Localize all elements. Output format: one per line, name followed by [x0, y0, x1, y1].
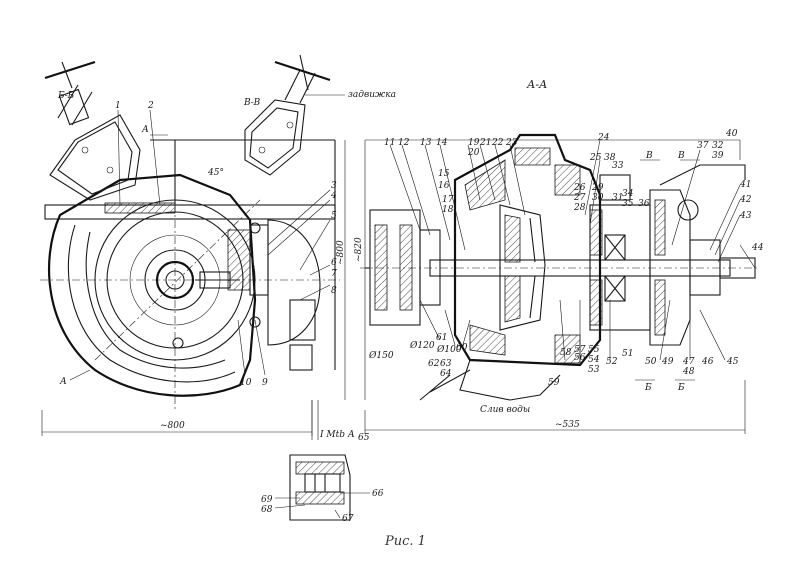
part-55: 55: [588, 345, 600, 355]
section-view: [360, 133, 760, 434]
part-45: 45: [726, 357, 739, 367]
part-25: 25: [589, 153, 602, 163]
section-a-small: А: [141, 125, 149, 135]
part-22: 22: [491, 138, 504, 148]
part-51: 51: [622, 349, 633, 359]
part-27: 27: [573, 193, 586, 203]
part-60: 60: [456, 343, 468, 353]
part-29: 29: [591, 183, 604, 193]
detail-i-label: I Mtb А: [319, 430, 355, 440]
left-valve: [44, 60, 141, 201]
section-b-mark1: Б: [644, 383, 652, 393]
part-11: 11: [384, 138, 395, 148]
water-drain-label: Слив воды: [480, 405, 530, 415]
part-40: 40: [725, 129, 738, 139]
part-26: 26: [573, 183, 586, 193]
part-33: 33: [612, 161, 624, 171]
part-28: 28: [573, 203, 586, 213]
part-4: 4: [330, 191, 337, 201]
part-53: 53: [588, 365, 600, 375]
part-18: 18: [442, 205, 454, 215]
part-1: 1: [115, 101, 121, 111]
part-52: 52: [606, 357, 618, 367]
part-19: 19: [468, 138, 480, 148]
detail-i: [274, 400, 370, 521]
part-36: 36: [638, 199, 650, 209]
part-15: 15: [438, 169, 450, 179]
part-17: 17: [442, 195, 454, 205]
section-vv-label: В-В: [243, 98, 261, 108]
part-65: 65: [358, 433, 370, 443]
part-32: 32: [712, 141, 724, 151]
part-30: 30: [592, 193, 604, 203]
part-14: 14: [436, 138, 448, 148]
angle-label: 45°: [207, 168, 224, 178]
part-10: 10: [240, 378, 252, 388]
part-13: 13: [420, 138, 432, 148]
part-56: 56: [574, 353, 586, 363]
part-3: 3: [331, 181, 337, 191]
part-20: 20: [467, 148, 480, 158]
part-46: 46: [701, 357, 714, 367]
part-5: 5: [331, 211, 337, 221]
part-62: 62: [428, 359, 440, 369]
part-38: 38: [604, 153, 616, 163]
part-23: 23: [505, 138, 518, 148]
part-54: 54: [588, 355, 600, 365]
part-43: 43: [739, 211, 752, 221]
section-a-bottom: А: [59, 377, 67, 387]
part-42: 42: [739, 195, 752, 205]
dim-left-height: ~800: [336, 240, 346, 265]
section-title: А-А: [526, 78, 547, 91]
part-34: 34: [622, 189, 634, 199]
part-2: 2: [147, 101, 154, 111]
part-66: 66: [372, 489, 384, 499]
part-6: 6: [331, 258, 337, 268]
dim-right-height: ~820: [354, 237, 364, 262]
part-21: 21: [479, 138, 491, 148]
labels: А-А задвижка Б-Б В-В А А Б Б В В I Mtb А…: [57, 78, 764, 549]
part-63: 63: [440, 359, 452, 369]
section-bb-label: Б-Б: [57, 91, 75, 101]
part-44: 44: [751, 243, 764, 253]
left-view: [40, 54, 346, 436]
dim-d100: Ø100: [436, 344, 462, 355]
dim-d150: Ø150: [368, 350, 394, 361]
part-59: 59: [548, 378, 560, 388]
part-31: 31: [612, 193, 623, 203]
part-57: 57: [574, 345, 586, 355]
part-67: 67: [342, 514, 354, 524]
dim-right-width: ~535: [555, 420, 580, 430]
part-69: 69: [261, 495, 273, 505]
section-v-mark1: В: [645, 151, 653, 161]
part-47: 47: [682, 357, 695, 367]
part-8: 8: [331, 286, 337, 296]
right-valve: [244, 54, 331, 176]
part-50: 50: [645, 357, 657, 367]
section-b-mark2: Б: [677, 383, 685, 393]
dim-d120: Ø120: [409, 340, 435, 351]
part-35: 35: [622, 199, 634, 209]
valve-note: задвижка: [348, 90, 396, 100]
part-39: 39: [712, 151, 724, 161]
section-v-mark2: В: [677, 151, 685, 161]
part-37: 37: [697, 141, 709, 151]
part-7: 7: [331, 269, 337, 279]
part-49: 49: [661, 357, 674, 367]
part-41: 41: [739, 180, 751, 190]
part-61: 61: [436, 333, 447, 343]
part-68: 68: [261, 505, 273, 515]
figure-caption: Рис. 1: [384, 534, 426, 549]
part-24: 24: [597, 133, 610, 143]
part-12: 12: [398, 138, 410, 148]
part-16: 16: [438, 181, 450, 191]
part-64: 64: [440, 369, 452, 379]
part-48: 48: [682, 367, 695, 377]
part-58: 58: [560, 348, 572, 358]
dim-left-width: ~800: [160, 421, 185, 431]
part-9: 9: [262, 378, 268, 388]
